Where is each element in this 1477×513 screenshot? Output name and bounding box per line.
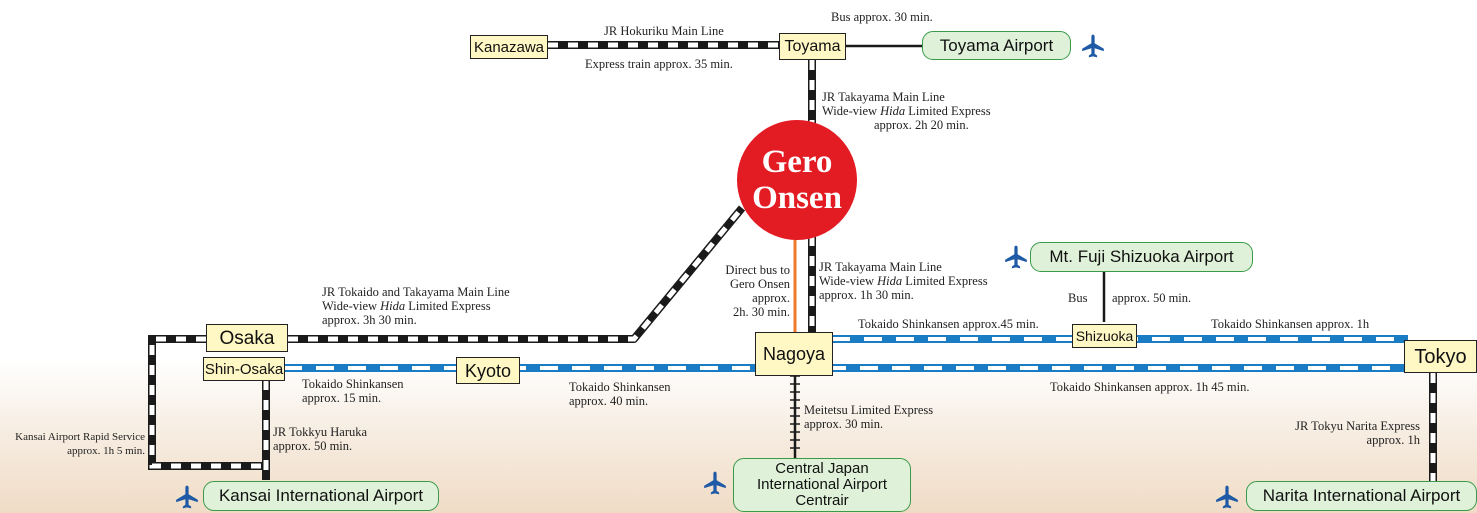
label-direct-bus: Direct bus to Gero Onsen approx. 2h. 30 … bbox=[705, 263, 790, 319]
label-takayama-north: JR Takayama Main Line Wide-view Hida Lim… bbox=[822, 90, 991, 132]
station-shizuoka: Shizuoka bbox=[1072, 324, 1137, 348]
osaka-line-line2: Wide-view Hida Limited Express bbox=[322, 299, 491, 313]
label-fuji-bus-time: approx. 50 min. bbox=[1112, 291, 1192, 305]
airport-fuji-shizuoka: Mt. Fuji Shizuoka Airport bbox=[1030, 242, 1253, 272]
centrair-line3: Centrair bbox=[795, 492, 849, 509]
airport-narita: Narita International Airport bbox=[1246, 481, 1477, 511]
airport-centrair: Central Japan International Airport Cent… bbox=[733, 458, 911, 512]
takayama-south-line2: Wide-view Hida Limited Express bbox=[819, 274, 988, 288]
label-shinkansen-kyoto-nagoya: Tokaido Shinkansen approx. 40 min. bbox=[569, 380, 671, 408]
station-shin-osaka: Shin-Osaka bbox=[203, 357, 285, 381]
gero-onsen-hub: Gero Onsen bbox=[737, 120, 857, 240]
airplane-icon bbox=[176, 485, 198, 509]
jr-tokaido-takayama-line bbox=[288, 205, 746, 343]
hub-label-line1: Gero bbox=[761, 144, 833, 180]
meitetsu-line bbox=[790, 375, 800, 460]
airplane-icon bbox=[1216, 485, 1238, 509]
label-narita-express: JR Tokyu Narita Express approx. 1h bbox=[1295, 419, 1420, 447]
centrair-line1: Central Japan bbox=[775, 460, 869, 477]
label-shinkansen-nagoya-shizuoka: Tokaido Shinkansen approx.45 min. bbox=[858, 317, 1039, 331]
kansai-airport-rapid-line bbox=[148, 335, 266, 470]
label-shinkansen-shizuoka-tokyo: Tokaido Shinkansen approx. 1h bbox=[1211, 317, 1370, 331]
station-osaka: Osaka bbox=[206, 324, 288, 352]
osaka-line-line3: approx. 3h 30 min. bbox=[322, 313, 417, 327]
takayama-north-line3: approx. 2h 20 min. bbox=[874, 118, 969, 132]
airport-toyama: Toyama Airport bbox=[922, 31, 1071, 60]
station-kyoto: Kyoto bbox=[456, 357, 520, 384]
station-toyama: Toyama bbox=[779, 33, 846, 60]
hub-label-line2: Onsen bbox=[752, 180, 842, 216]
direct-bus-line1: Direct bus to bbox=[725, 263, 790, 277]
label-takayama-south: JR Takayama Main Line Wide-view Hida Lim… bbox=[819, 260, 988, 302]
direct-bus-line4: 2h. 30 min. bbox=[733, 305, 790, 319]
airplane-icon bbox=[1005, 245, 1027, 269]
label-fuji-bus: Bus bbox=[1068, 291, 1088, 305]
label-meitetsu: Meitetsu Limited Express approx. 30 min. bbox=[804, 403, 934, 431]
takayama-north-line1: JR Takayama Main Line bbox=[822, 90, 945, 104]
station-kanazawa: Kanazawa bbox=[470, 35, 548, 59]
label-hokuriku-name: JR Hokuriku Main Line bbox=[604, 24, 724, 38]
station-tokyo: Tokyo bbox=[1404, 340, 1477, 373]
label-osaka-line: JR Tokaido and Takayama Main Line Wide-v… bbox=[322, 285, 510, 327]
airplane-icon bbox=[1082, 34, 1104, 58]
label-shinkansen-shinosaka-kyoto: Tokaido Shinkansen approx. 15 min. bbox=[302, 377, 404, 405]
airplane-icon bbox=[704, 471, 726, 495]
takayama-north-line2: Wide-view Hida Limited Express bbox=[822, 104, 991, 118]
takayama-south-line1: JR Takayama Main Line bbox=[819, 260, 942, 274]
label-kansai-rapid: Kansai Airport Rapid Service approx. 1h … bbox=[15, 431, 145, 457]
direct-bus-line2: Gero Onsen bbox=[729, 277, 790, 291]
direct-bus-line3: approx. bbox=[752, 291, 790, 305]
airport-kansai: Kansai International Airport bbox=[203, 481, 439, 511]
station-nagoya: Nagoya bbox=[755, 332, 833, 376]
centrair-line2: International Airport bbox=[756, 476, 888, 493]
takayama-south-line3: approx. 1h 30 min. bbox=[819, 288, 914, 302]
label-shinkansen-nagoya-tokyo: Tokaido Shinkansen approx. 1h 45 min. bbox=[1050, 380, 1250, 394]
label-toyama-bus: Bus approx. 30 min. bbox=[831, 10, 933, 24]
osaka-line-line1: JR Tokaido and Takayama Main Line bbox=[322, 285, 510, 299]
label-hokuriku-time: Express train approx. 35 min. bbox=[585, 57, 733, 71]
label-haruka: JR Tokkyu Haruka approx. 50 min. bbox=[273, 425, 368, 453]
